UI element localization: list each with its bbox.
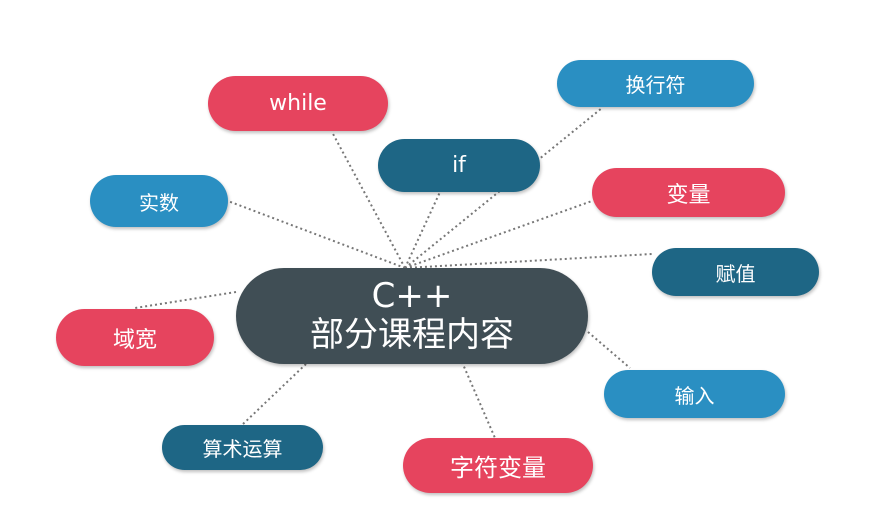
link-input bbox=[587, 331, 631, 369]
node-assign-label: 赋值 bbox=[715, 261, 756, 286]
center-topic-title: C++ bbox=[371, 275, 453, 316]
link-variable bbox=[404, 200, 593, 269]
node-charvar: 字符变量 bbox=[403, 438, 593, 493]
node-charvar-label: 字符变量 bbox=[450, 454, 546, 482]
node-while: while bbox=[208, 76, 388, 131]
link-arith bbox=[241, 363, 307, 426]
node-real: 实数 bbox=[90, 175, 228, 227]
center-topic-subtitle: 部分课程内容 bbox=[310, 315, 514, 355]
link-width bbox=[134, 291, 237, 309]
node-arith: 算术运算 bbox=[162, 425, 323, 470]
node-while-label: while bbox=[269, 91, 327, 116]
node-arith-label: 算术运算 bbox=[202, 437, 283, 461]
link-charvar bbox=[461, 361, 496, 439]
node-if-label: if bbox=[452, 153, 466, 178]
node-variable-label: 变量 bbox=[666, 182, 711, 208]
node-newline: 换行符 bbox=[557, 60, 754, 107]
link-assign bbox=[404, 253, 653, 269]
node-input: 输入 bbox=[604, 370, 785, 418]
link-while bbox=[331, 131, 406, 269]
node-width: 域宽 bbox=[56, 309, 214, 366]
node-assign: 赋值 bbox=[652, 248, 819, 296]
node-newline-label: 换行符 bbox=[625, 73, 686, 97]
node-if: if bbox=[378, 139, 540, 192]
link-real bbox=[227, 200, 406, 269]
link-if bbox=[404, 191, 441, 269]
center-topic: C++ 部分课程内容 bbox=[236, 268, 588, 364]
node-variable: 变量 bbox=[592, 168, 785, 217]
node-input-label: 输入 bbox=[674, 383, 715, 408]
node-width-label: 域宽 bbox=[112, 327, 157, 353]
node-real-label: 实数 bbox=[139, 190, 179, 215]
